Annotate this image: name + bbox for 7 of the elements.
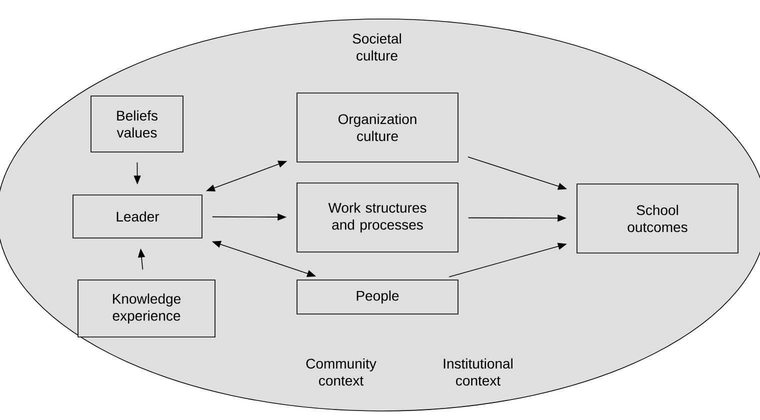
process-box: Organization culture xyxy=(296,92,458,162)
process-box: Beliefs values xyxy=(90,96,184,152)
process-box: Leader xyxy=(72,194,202,238)
process-box: School outcomes xyxy=(576,184,738,254)
process-box: People xyxy=(296,280,458,314)
process-box: Work structures and processes xyxy=(296,182,458,252)
process-box: Knowledge experience xyxy=(78,280,216,338)
